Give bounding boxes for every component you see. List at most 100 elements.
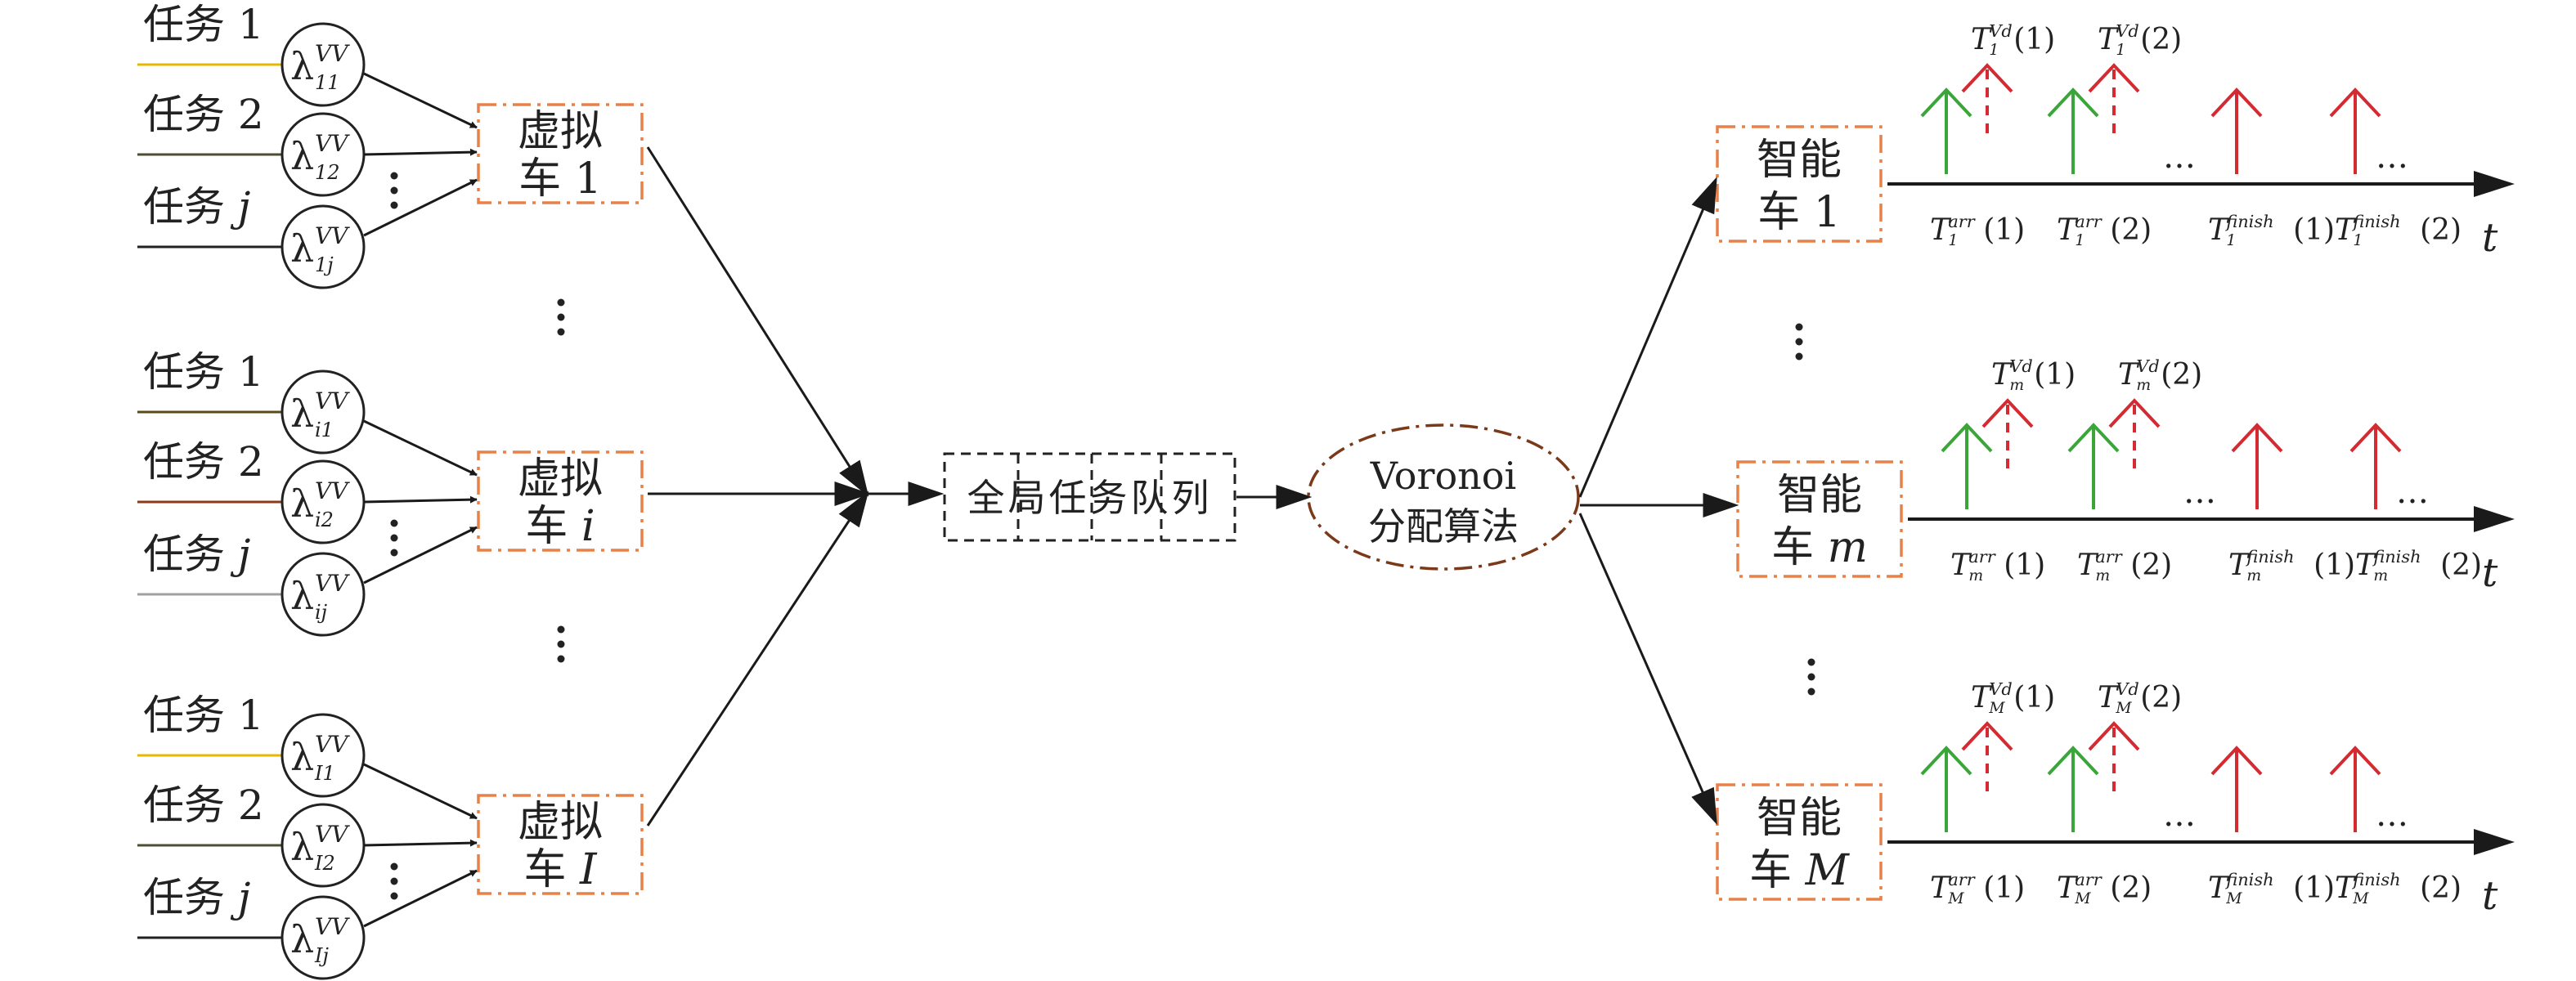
label-superscript: Vd: [1989, 21, 2012, 41]
ellipsis-dot: [390, 877, 398, 885]
ellipsis-dot: [1795, 352, 1803, 361]
departure-arrow: [2108, 398, 2161, 468]
label-symbol: T: [2208, 213, 2230, 247]
task-to-vehicle-arrow: [363, 839, 478, 847]
task-index: j: [225, 183, 250, 231]
arrival-rate-node: [280, 370, 366, 455]
label-argument: (1): [2004, 549, 2045, 582]
task-label-text: 任务: [143, 183, 225, 231]
vehicle-to-queue-arrow: [646, 146, 869, 497]
queue-box: [943, 452, 1236, 542]
label-argument: (2): [2140, 23, 2182, 56]
label-argument: (2): [2161, 358, 2202, 392]
arrival-arrow: [1920, 87, 1972, 174]
task-label-text: 任务: [143, 782, 225, 829]
arrow-head: [2088, 63, 2140, 93]
ellipsis-dot: [557, 328, 565, 336]
lambda-symbol: λ: [290, 735, 314, 779]
virtual-vehicle-index: 车 I: [523, 845, 598, 894]
task-to-vehicle-arrow: [363, 148, 478, 156]
task-to-vehicle-arrow: [363, 419, 478, 477]
label-argument: (2): [2140, 681, 2182, 714]
ellipsis-dot: [1807, 673, 1815, 681]
ellipsis-dot: [390, 862, 398, 871]
task-ellipsis: [390, 519, 398, 557]
arrival-arrow: [2067, 423, 2120, 509]
label-superscript: arr: [2075, 870, 2103, 889]
smart-car-index: 车 m: [1771, 523, 1868, 572]
lambda-symbol: λ: [290, 134, 314, 178]
queue-label: 全局任务队列: [967, 476, 1213, 520]
lambda-symbol: λ: [290, 917, 314, 961]
task-label: 任务 2: [143, 91, 264, 138]
task-index: 1: [225, 348, 264, 396]
task-label-text: 任务: [143, 531, 225, 578]
virtual-vehicle-index: 车 1: [518, 155, 602, 204]
virtual-vehicle-name: 虚拟: [518, 107, 603, 156]
timeline-axis-arrowhead: [2474, 829, 2515, 855]
task-index: 1: [225, 1, 264, 48]
label-subscript: M: [1988, 700, 2005, 717]
task-label: 任务 1: [143, 1, 264, 48]
arrow-head: [2349, 423, 2402, 453]
label-argument: (1): [2013, 23, 2055, 56]
timeline-axis-label: t: [2482, 873, 2498, 919]
ellipsis-dot: [390, 201, 398, 209]
smart-car-name: 智能: [1777, 471, 1862, 520]
lambda-superscript: VV: [315, 130, 350, 157]
label-superscript: finish: [2351, 870, 2400, 889]
label-argument: (2): [2130, 549, 2172, 582]
timeline-ellipsis: …: [2163, 796, 2196, 834]
virtual-vehicle-box: [477, 103, 644, 204]
virtual-vehicle-box: [477, 450, 644, 552]
label-symbol: T: [1930, 871, 1952, 905]
smart-car-prefix: 车: [1757, 188, 1814, 237]
arrow-head: [1961, 63, 2013, 93]
label-symbol: T: [2355, 549, 2377, 582]
lambda-subscript: 1j: [315, 253, 334, 276]
arrival-arrow: [1920, 746, 1972, 832]
finish-arrow: [2349, 423, 2402, 509]
voronoi-ellipse: [1307, 423, 1580, 571]
arrow-head: [2088, 721, 2140, 751]
task-to-vehicle-arrow: [363, 869, 478, 928]
label-superscript: Vd: [1989, 679, 2012, 699]
timeline-ellipsis: …: [2183, 473, 2216, 511]
arrow-head: [1981, 398, 2034, 428]
departure-arrow: [1961, 721, 2013, 791]
task-label: 任务 j: [143, 874, 250, 921]
label-superscript: arr: [1948, 212, 1976, 231]
smart-car-ellipsis: [1807, 658, 1815, 696]
label-symbol: T: [2077, 549, 2099, 582]
ellipsis-dot: [1795, 323, 1803, 331]
task-index: j: [225, 531, 250, 578]
lambda-symbol: λ: [290, 825, 314, 869]
label-superscript: finish: [2245, 547, 2294, 567]
task-ellipsis: [390, 862, 398, 900]
departure-arrow: [2088, 63, 2140, 133]
lambda-symbol: λ: [290, 226, 314, 271]
label-subscript: m: [1968, 567, 1983, 585]
label-subscript: m: [2095, 567, 2110, 585]
virtual-vehicle-number: 1: [575, 155, 602, 204]
timeline-ellipsis: …: [2376, 796, 2408, 834]
label-subscript: m: [2136, 377, 2151, 394]
ellipsis-dot: [557, 313, 565, 321]
